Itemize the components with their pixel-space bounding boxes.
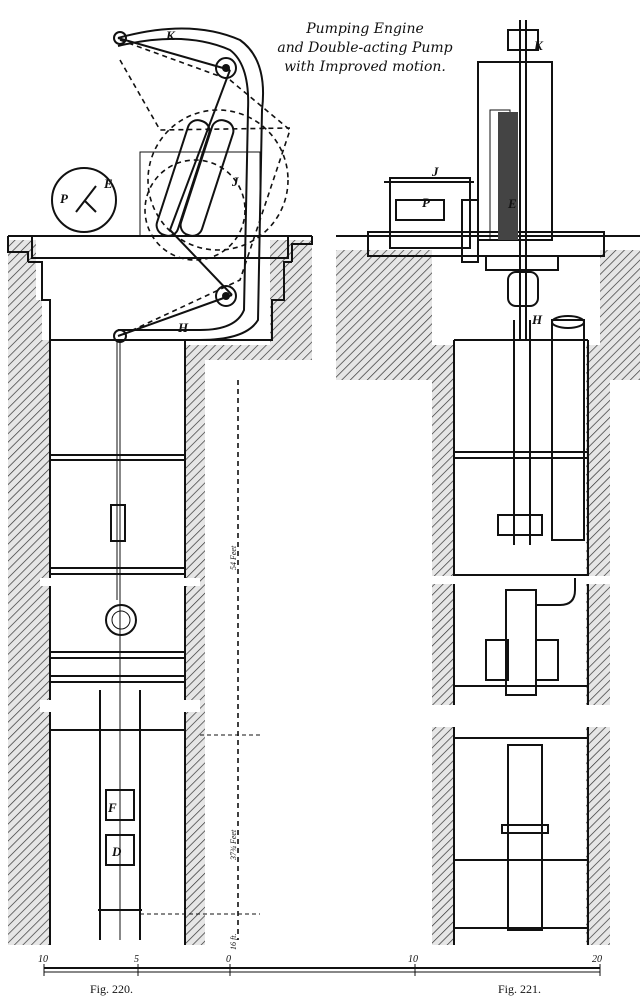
- ground-right-top-r: [600, 250, 640, 380]
- caption-fig-221: Fig. 221.: [498, 982, 542, 996]
- dim-16-feet: 16 ft.: [229, 934, 238, 950]
- label-J-left: J: [231, 174, 239, 189]
- pump-column-left: [98, 340, 142, 940]
- title-line-3: with Improved motion.: [284, 59, 446, 75]
- label-D-left: D: [111, 844, 122, 859]
- label-F-left: F: [107, 800, 117, 815]
- label-P-left: P: [60, 191, 69, 206]
- label-H-right: H: [531, 312, 543, 327]
- fig220-drawing: [7, 27, 313, 945]
- engine-frame-left: [51, 27, 291, 343]
- ground-left-outer: [8, 240, 50, 945]
- title-line-1: Pumping Engine: [306, 21, 424, 37]
- label-E-right: E: [507, 196, 517, 211]
- pump-body-right: [485, 578, 576, 931]
- bedplate-left: [31, 235, 289, 259]
- foundation-outline-left: [7, 235, 313, 341]
- scale-tick-5: 5: [134, 954, 139, 965]
- ground-right-top-l: [336, 250, 432, 380]
- fig221-drawing: [336, 20, 640, 945]
- drawing-title: Pumping Engine and Double-acting Pump wi…: [240, 20, 490, 77]
- girders-right: [454, 451, 588, 929]
- label-K-right: K: [533, 38, 544, 53]
- gear-frame-right: [384, 177, 479, 263]
- ground-left-right-wall: [185, 360, 205, 945]
- girders-left: [50, 454, 185, 731]
- label-J-right: J: [431, 164, 439, 179]
- label-H-left: H: [177, 320, 189, 335]
- engine-column-right: [477, 20, 585, 545]
- label-K-left: K: [165, 28, 176, 43]
- dim-37-feet: 37¾ Feet: [229, 829, 238, 861]
- dimension-lines: [140, 380, 260, 940]
- label-E-left: E: [103, 176, 113, 191]
- scale-bar: [43, 964, 601, 976]
- ground-right-r: [586, 345, 610, 945]
- scale-tick-20: 20: [592, 954, 602, 965]
- ground-left-wall: [8, 240, 36, 945]
- dim-54-feet: 54 Feet: [229, 545, 238, 570]
- scale-tick-10-right: 10: [408, 954, 418, 965]
- scale-tick-0: 0: [226, 954, 231, 965]
- scale-tick-10-left: 10: [38, 954, 48, 965]
- caption-fig-220: Fig. 220.: [90, 982, 134, 996]
- ground-right-l: [432, 345, 454, 945]
- title-line-2: and Double-acting Pump: [277, 40, 453, 56]
- label-P-right: P: [422, 195, 431, 210]
